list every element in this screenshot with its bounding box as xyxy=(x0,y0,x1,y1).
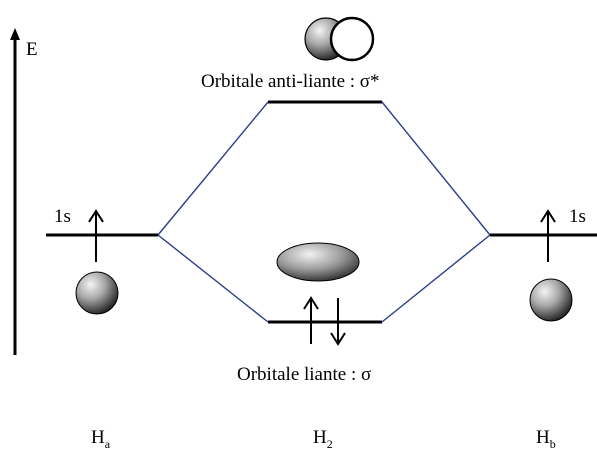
hb-symbol: H xyxy=(536,427,550,448)
atom-labels: Ha H2 Hb xyxy=(91,427,556,451)
h2-subscript: 2 xyxy=(327,437,333,451)
connector-antibonding-to-right xyxy=(381,101,491,236)
h2-label: H2 xyxy=(313,427,333,451)
hb-level-label: 1s xyxy=(569,206,586,227)
connector-left-to-bonding xyxy=(157,234,269,323)
orbital-pictures xyxy=(75,16,573,322)
bonding-label: Orbitale liante : σ xyxy=(237,364,371,385)
hb-label: Hb xyxy=(536,427,556,451)
electron-up-ha-head xyxy=(88,209,104,223)
energy-axis: E xyxy=(10,28,38,355)
hb-subscript: b xyxy=(550,437,556,451)
connector-bonding-to-right xyxy=(381,234,491,323)
ha-label: Ha xyxy=(91,427,111,451)
h2-symbol: H xyxy=(313,427,327,448)
antibonding-label: Orbitale anti-liante : σ* xyxy=(201,71,380,92)
bonding-orbital-lobe xyxy=(276,242,360,282)
ha-symbol: H xyxy=(91,427,105,448)
electron-down-bonding-head xyxy=(330,332,346,346)
electron-up-hb-head xyxy=(540,209,556,223)
energy-levels xyxy=(46,100,597,324)
ha-subscript: a xyxy=(105,437,111,451)
electrons xyxy=(88,209,556,346)
antibonding-lobe-white xyxy=(329,16,375,62)
ha-1s-orbital-sphere xyxy=(75,271,119,315)
energy-axis-label: E xyxy=(26,39,38,60)
connector-left-to-antibonding xyxy=(157,101,269,236)
ha-level-label: 1s xyxy=(54,206,71,227)
hb-1s-orbital-sphere xyxy=(529,278,573,322)
connector-lines xyxy=(157,101,491,323)
electron-up-bonding-head xyxy=(303,296,319,310)
energy-axis-arrowhead xyxy=(10,28,20,40)
